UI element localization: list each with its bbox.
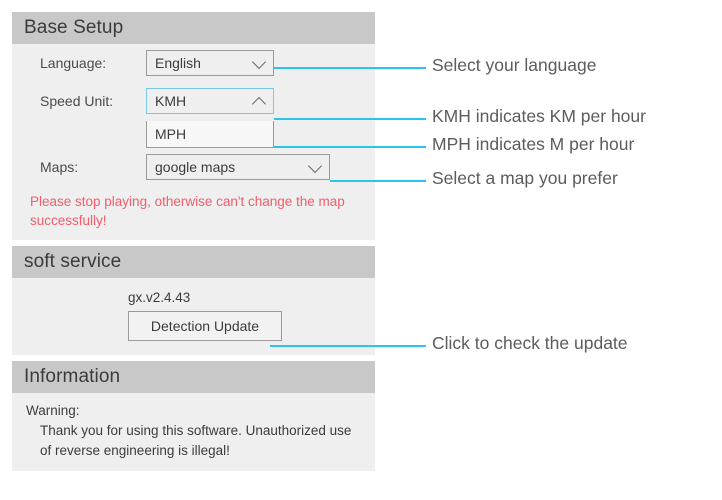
form-row-maps: Maps: google maps bbox=[12, 148, 375, 186]
speed-unit-dropdown[interactable]: KMH bbox=[146, 88, 274, 114]
section-header-base-setup: Base Setup bbox=[12, 12, 375, 44]
annotation-update: Click to check the update bbox=[432, 333, 628, 353]
section-header-soft-service: soft service bbox=[12, 246, 375, 278]
connector-line-maps bbox=[330, 180, 426, 182]
section-header-information: Information bbox=[12, 361, 375, 393]
chevron-down-icon bbox=[251, 54, 267, 70]
label-language: Language: bbox=[40, 55, 107, 71]
speed-unit-option-mph[interactable]: MPH bbox=[146, 120, 274, 148]
maps-dropdown[interactable]: google maps bbox=[146, 154, 330, 180]
detection-update-button[interactable]: Detection Update bbox=[128, 311, 282, 341]
section-title-soft-service: soft service bbox=[24, 251, 122, 272]
section-divider bbox=[12, 240, 375, 246]
section-body-soft-service: gx.v2.4.43 Detection Update bbox=[12, 278, 375, 355]
map-change-warning: Please stop playing, otherwise can't cha… bbox=[30, 194, 345, 228]
connector-line-mph bbox=[274, 146, 426, 148]
form-row-speed-unit: Speed Unit: KMH bbox=[12, 82, 375, 120]
information-warning-body: Thank you for using this software. Unaut… bbox=[40, 423, 352, 458]
section-body-base-setup: Language: English Speed Unit: KMH MPH Ma… bbox=[12, 44, 375, 240]
annotation-language: Select your language bbox=[432, 55, 597, 75]
settings-panel: Base Setup Language: English Speed Unit:… bbox=[12, 12, 375, 487]
annotation-maps: Select a map you prefer bbox=[432, 168, 618, 188]
speed-unit-dropdown-value: KMH bbox=[155, 93, 187, 109]
language-dropdown-value: English bbox=[155, 55, 201, 71]
language-dropdown[interactable]: English bbox=[146, 50, 274, 76]
speed-unit-option-list: MPH bbox=[12, 120, 375, 148]
section-title-base-setup: Base Setup bbox=[24, 17, 124, 38]
section-body-information: Warning: Thank you for using this softwa… bbox=[12, 393, 375, 471]
connector-line-kmh bbox=[274, 118, 426, 120]
connector-line-update bbox=[270, 345, 426, 347]
connector-line-language bbox=[274, 67, 426, 69]
chevron-up-icon bbox=[251, 96, 267, 112]
section-title-information: Information bbox=[24, 366, 121, 387]
annotation-kmh: KMH indicates KM per hour bbox=[432, 106, 646, 126]
form-row-language: Language: English bbox=[12, 44, 375, 82]
version-label: gx.v2.4.43 bbox=[128, 290, 191, 305]
section-divider bbox=[12, 355, 375, 361]
label-speed-unit: Speed Unit: bbox=[40, 93, 114, 109]
label-maps: Maps: bbox=[40, 159, 79, 175]
maps-dropdown-value: google maps bbox=[155, 159, 236, 175]
annotation-mph: MPH indicates M per hour bbox=[432, 134, 635, 154]
information-warning-label: Warning: bbox=[26, 403, 80, 418]
chevron-down-icon bbox=[307, 158, 323, 174]
